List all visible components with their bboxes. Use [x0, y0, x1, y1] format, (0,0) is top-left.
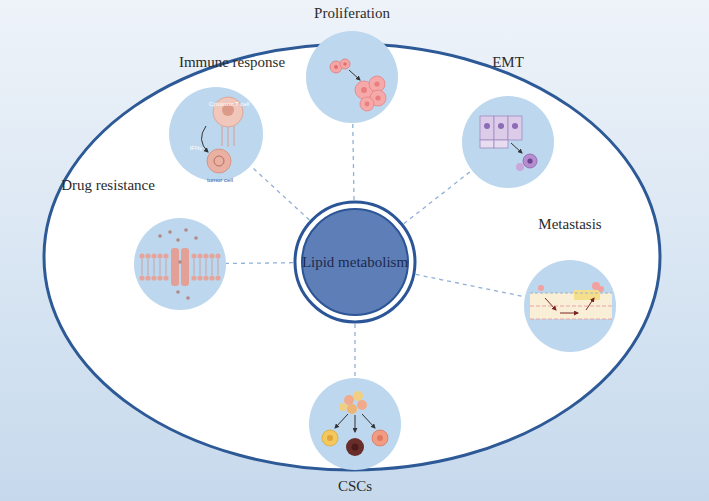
- dashed-connector: [251, 166, 310, 220]
- dashed-connector: [416, 274, 525, 296]
- illustration-label: Cytotoxic T cell: [209, 101, 249, 107]
- illustration-label: tumor cell: [207, 177, 233, 183]
- topic-circle: Drug resistance: [134, 218, 226, 310]
- center-circle: Lipid metabolism: [293, 200, 417, 324]
- topic-label: EMT: [492, 54, 524, 71]
- circle-outline: [134, 218, 226, 310]
- circle-outline: [309, 378, 401, 470]
- circle-outline: [306, 31, 398, 123]
- topic-label: Proliferation: [314, 5, 390, 22]
- dashed-connector: [354, 324, 355, 378]
- topic-label: Immune response: [179, 54, 285, 71]
- topic-circle: Metastasis: [524, 260, 616, 352]
- center-label: Lipid metabolism: [295, 254, 415, 271]
- dashed-connector: [404, 170, 472, 223]
- topic-label: Drug resistance: [61, 177, 155, 194]
- illustration-label: IFNγ: [190, 145, 203, 151]
- circle-outline: [524, 260, 616, 352]
- circle-outline: [462, 96, 554, 188]
- topic-circle: EMT: [462, 96, 554, 188]
- topic-label: Metastasis: [538, 216, 601, 233]
- topic-circle: CSCs: [309, 378, 401, 470]
- dashed-connector: [226, 262, 293, 264]
- topic-label: CSCs: [338, 478, 372, 495]
- topic-circle: Proliferation: [306, 31, 398, 123]
- dashed-connector: [353, 123, 354, 200]
